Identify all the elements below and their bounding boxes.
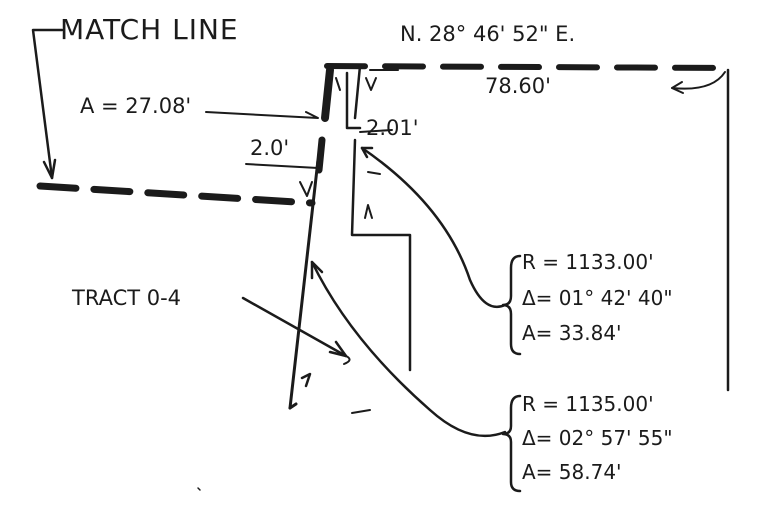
main-boundary-line [288, 158, 320, 410]
heavy-segment-top [321, 66, 334, 122]
curve2-brace [501, 394, 522, 493]
curve1-leader [360, 146, 507, 309]
tract-leader [241, 296, 348, 358]
stray-mark-a [351, 409, 371, 414]
bearing-arrow [671, 71, 726, 90]
offset-left-leader [245, 163, 319, 169]
curve1-radius: R = 1133.00' [522, 250, 654, 274]
bearing-arrowhead [671, 81, 684, 94]
curve1-arrowhead [360, 146, 374, 159]
offset-right-label: 2.01' [366, 116, 419, 140]
stray-mark-b [197, 487, 201, 491]
curve1-arc: A= 33.84' [522, 321, 622, 345]
dim-arrow-1 [299, 181, 313, 197]
curve2-leader [310, 260, 507, 438]
tract-label: TRACT 0-4 [72, 286, 182, 310]
match-line-label: MATCH LINE [60, 13, 239, 46]
curve1-brace [501, 254, 522, 356]
match-line-leader-arrowhead [42, 158, 57, 180]
match-line-leader [31, 28, 64, 180]
boundary-endpoint [288, 402, 298, 410]
top-boundary-dashed [324, 63, 731, 71]
a-top-label: A = 27.08' [80, 94, 192, 118]
offset-left-label: 2.0' [250, 136, 290, 160]
curve2-arc: A= 58.74' [522, 460, 622, 484]
a-leader [205, 111, 319, 119]
step-arrow-c [367, 171, 381, 175]
step-line [345, 71, 412, 372]
curve1-delta: Δ= 01° 42' 40" [522, 286, 673, 310]
inner-boundary-line [353, 64, 362, 120]
match-line-dashed [36, 182, 316, 207]
heavy-segment-mid [315, 136, 326, 174]
step-arrow-b [364, 204, 373, 219]
step-arrow-a [335, 77, 377, 91]
bottom-arrow [300, 372, 312, 388]
curve2-delta: Δ= 02° 57' 55" [522, 426, 673, 450]
offset-right-leader [359, 129, 393, 133]
bearing-label: N. 28° 46' 52" E. [400, 22, 576, 46]
bearing-distance-label: 78.60' [485, 74, 551, 98]
curve2-radius: R = 1135.00' [522, 392, 654, 416]
curve2-arrowhead [310, 260, 324, 280]
tract-hook [343, 355, 351, 365]
